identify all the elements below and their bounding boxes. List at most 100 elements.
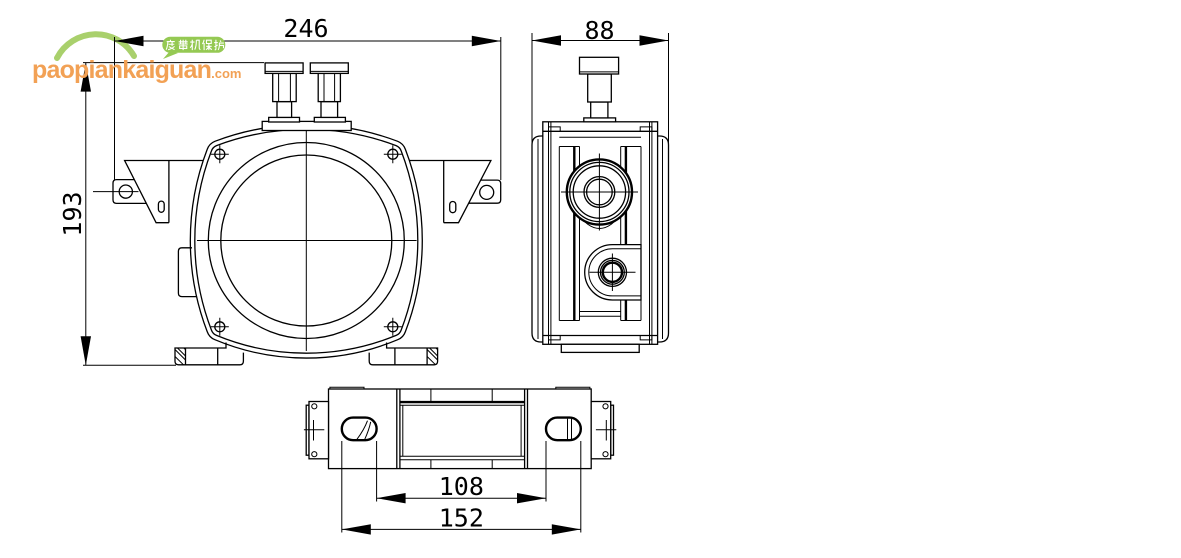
front-left-bracket-slot — [157, 200, 165, 213]
bottom-body-horizontal-lines — [399, 404, 525, 461]
front-left-foot-hatch — [174, 347, 186, 366]
side-body-wall-lines — [548, 121, 653, 345]
front-right-ear-hole — [479, 184, 495, 201]
screw-bottom-right — [383, 317, 402, 336]
bottom-left-slot-marks — [356, 420, 372, 440]
bottom-right-slot — [544, 416, 582, 442]
badge-background — [162, 36, 226, 53]
dim-slot-span-inner-label: 108 — [439, 472, 484, 501]
front-right-bracket — [409, 159, 502, 224]
side-tab-top-left — [548, 126, 561, 132]
side-view — [531, 56, 670, 354]
front-top-pad — [261, 120, 352, 132]
watermark-arc — [54, 31, 137, 61]
gland-base — [268, 116, 301, 123]
side-tab-bottom-right — [639, 335, 653, 341]
watermark-badge — [162, 36, 226, 59]
bottom-left-slot-outline — [340, 416, 378, 442]
dim-overall-height-label: 193 — [58, 191, 87, 236]
badge-tail — [163, 51, 178, 59]
watermark-brand-text: paopiankaiguan.com — [32, 56, 241, 85]
dim-overall-height: 193 — [58, 62, 264, 366]
gland-cap — [578, 56, 620, 75]
dim-108-arrow-left — [376, 493, 406, 504]
front-case-outline-outer — [189, 123, 423, 359]
front-right-ear — [468, 179, 502, 204]
side-rail-end-jogs — [559, 146, 641, 321]
front-left-bracket-outline — [123, 159, 204, 224]
side-big-boss — [561, 153, 638, 231]
side-big-boss-crosshair — [561, 153, 638, 231]
dim-slot-span-outer: 152 — [341, 441, 582, 535]
gland-hex-body — [317, 72, 342, 103]
gland-hex-body — [272, 72, 297, 103]
dim-152-arrow-right — [551, 524, 581, 535]
side-bottom-foot — [560, 343, 640, 354]
bottom-right-slot-outline — [544, 416, 582, 442]
dim-overall-width-label: 246 — [283, 14, 328, 43]
bottom-right-slot-marks — [567, 418, 572, 440]
bottom-right-end-cap — [590, 400, 617, 460]
gland-hex-body — [587, 73, 612, 103]
gland-hex-facets — [278, 73, 291, 102]
brand-suffix-text: .com — [211, 66, 242, 81]
front-right-cable-gland — [309, 62, 349, 123]
gland-stem — [590, 101, 609, 119]
side-tab-bottom-left — [548, 335, 561, 341]
side-small-boss — [589, 253, 636, 291]
dim-152-arrow-left — [341, 524, 371, 535]
side-body — [542, 121, 659, 345]
front-right-bracket-slot — [449, 200, 457, 214]
dim-108-extension-lines — [376, 441, 547, 502]
side-tab-top-right — [639, 126, 653, 132]
cap-crosshair — [595, 420, 617, 441]
dim-193-arrow-bottom — [80, 336, 91, 366]
gland-base — [313, 116, 347, 123]
side-bottom-bridge-lines — [579, 311, 621, 317]
dim-overall-depth-label: 88 — [584, 16, 614, 45]
cap-screw-bottom — [311, 451, 318, 458]
bottom-body-band-dividers — [430, 389, 493, 469]
dim-193-arrow-top — [80, 62, 91, 92]
dim-slot-span-outer-label: 152 — [439, 504, 484, 533]
front-right-foot-outline — [368, 342, 439, 366]
front-view — [93, 62, 502, 366]
front-case-outline-inner — [194, 128, 419, 354]
screw-bottom-left — [210, 317, 229, 336]
cap-crosshair — [303, 420, 325, 441]
front-left-bracket — [93, 159, 204, 224]
gland-cap — [309, 62, 349, 75]
dim-246-extension-lines — [114, 37, 502, 180]
dim-193-extension-lines — [83, 62, 264, 366]
dim-246-arrow-left — [114, 35, 144, 47]
bottom-body-side-lines — [396, 389, 529, 469]
bottom-central-body — [396, 389, 529, 469]
screw-top-right — [383, 145, 402, 164]
dim-overall-depth: 88 — [531, 16, 669, 145]
gland-hex-facets — [323, 73, 336, 102]
dim-108-arrow-right — [517, 493, 546, 504]
bottom-body-inner-rect-sides — [402, 405, 522, 457]
dim-246-arrow-right — [471, 35, 501, 47]
gland-stem — [276, 100, 293, 119]
gland-stem — [320, 100, 339, 119]
cap-screw-top — [311, 403, 318, 410]
front-right-foot — [368, 342, 439, 366]
front-left-cable-gland — [264, 62, 304, 123]
front-left-boss — [177, 247, 197, 298]
dim-88-extension-lines — [531, 33, 669, 145]
bottom-left-slot — [340, 416, 378, 442]
front-left-foot — [174, 342, 245, 366]
front-right-bracket-outline — [409, 159, 492, 224]
bottom-left-end-cap — [303, 400, 330, 460]
dim-88-arrow-left — [532, 35, 561, 46]
cap-screw-bottom — [602, 451, 609, 458]
dim-88-arrow-right — [639, 35, 669, 46]
front-right-foot-hatch — [426, 347, 438, 366]
dim-slot-span-inner: 108 — [376, 441, 547, 504]
side-cable-gland — [578, 56, 620, 123]
front-corner-screws — [210, 145, 402, 336]
cap-screw-top — [602, 403, 609, 410]
